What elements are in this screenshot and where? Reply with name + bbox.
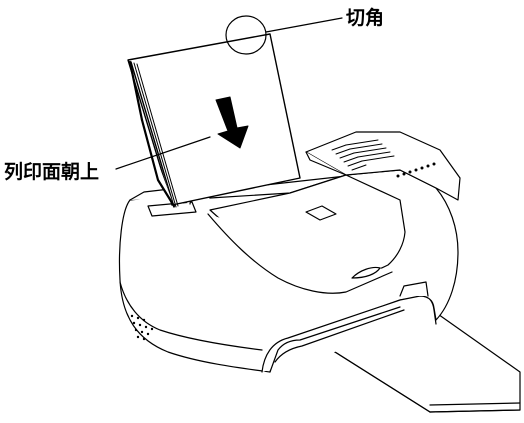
cut-corner-circle (225, 15, 267, 55)
down-arrow-icon (215, 96, 249, 149)
side-dots (130, 314, 154, 341)
print-side-leader (115, 136, 211, 170)
printer-body (118, 131, 461, 373)
print-side-up-label: 列印面朝上 (4, 161, 100, 183)
cut-corner-leader (265, 17, 343, 33)
paper-stack (127, 33, 301, 208)
vent-grille (331, 139, 395, 171)
panel-buttons (396, 162, 436, 178)
cut-corner-label: 切角 (346, 7, 385, 29)
